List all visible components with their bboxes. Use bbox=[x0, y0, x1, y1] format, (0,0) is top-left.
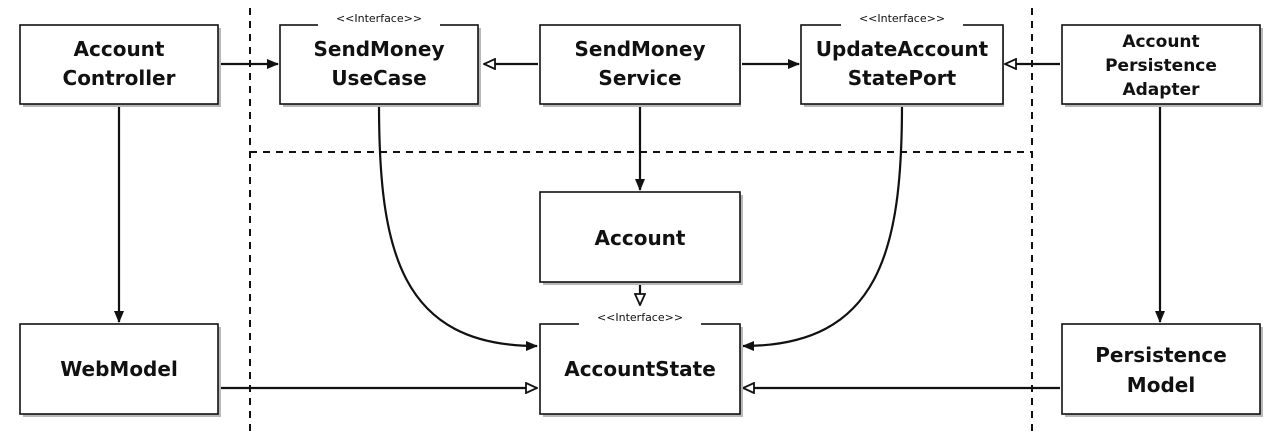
edge-port-to-accountstate bbox=[742, 103, 904, 351]
node-web-model[interactable]: WebModel bbox=[19, 323, 221, 417]
node-label-line: SendMoney bbox=[574, 37, 705, 61]
node-label-line: UpdateAccount bbox=[816, 37, 989, 61]
stereotype-label: <<Interface>> bbox=[859, 12, 945, 25]
stereotype-label: <<Interface>> bbox=[597, 311, 683, 324]
node-update-account-state-port[interactable]: <<Interface>> UpdateAccount StatePort bbox=[800, 12, 1004, 107]
node-persistence-model[interactable]: Persistence Model bbox=[1061, 323, 1263, 417]
node-label-line: UseCase bbox=[331, 66, 426, 90]
node-label-line: Service bbox=[598, 66, 681, 90]
node-label-line: AccountState bbox=[564, 357, 716, 381]
node-label-line: StatePort bbox=[848, 66, 957, 90]
node-label-line: Controller bbox=[63, 66, 176, 90]
node-account[interactable]: Account bbox=[539, 191, 743, 285]
node-label-line: Persistence bbox=[1105, 56, 1217, 76]
node-label-line: Account bbox=[1122, 32, 1199, 52]
nodes: Account Controller <<Interface>> SendMon… bbox=[19, 12, 1263, 417]
node-account-persistence-adapter[interactable]: Account Persistence Adapter bbox=[1061, 24, 1263, 107]
stereotype-label: <<Interface>> bbox=[336, 12, 422, 25]
edge-usecase-to-accountstate bbox=[377, 103, 538, 351]
node-send-money-use-case[interactable]: <<Interface>> SendMoney UseCase bbox=[279, 12, 481, 107]
node-label-line: Persistence bbox=[1095, 343, 1227, 367]
node-send-money-service[interactable]: SendMoney Service bbox=[539, 24, 741, 107]
node-label-line: Account bbox=[595, 226, 686, 250]
node-account-controller[interactable]: Account Controller bbox=[19, 24, 221, 107]
edges bbox=[114, 64, 1165, 388]
node-label-line: Account bbox=[74, 37, 165, 61]
node-label-line: SendMoney bbox=[313, 37, 444, 61]
node-label-line: WebModel bbox=[60, 357, 178, 381]
node-label-line: Model bbox=[1127, 373, 1195, 397]
node-label-line: Adapter bbox=[1122, 80, 1200, 100]
node-account-state[interactable]: <<Interface>> AccountState bbox=[539, 311, 743, 417]
